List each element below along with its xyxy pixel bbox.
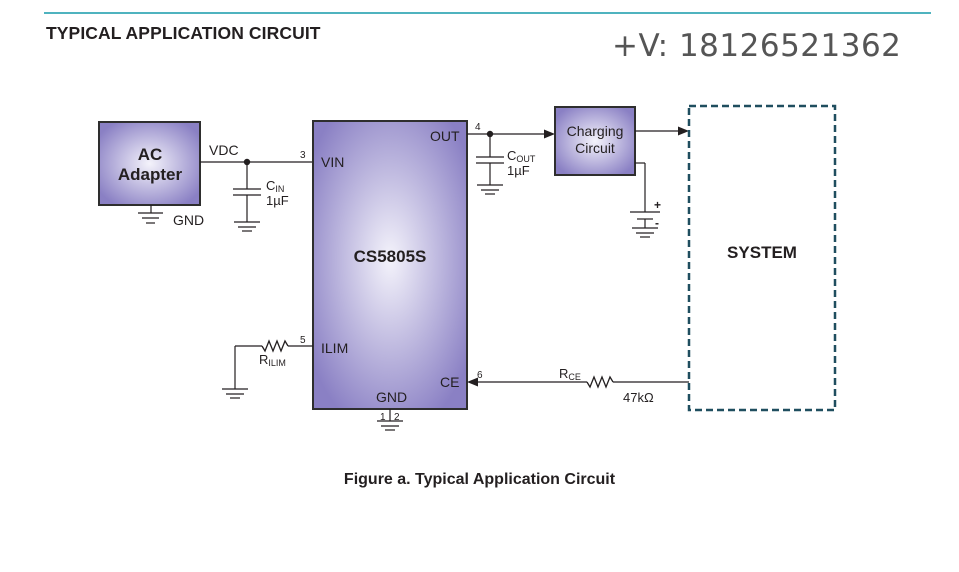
charging-label-line2: Circuit <box>575 140 615 156</box>
pin-number-gnd2: 2 <box>394 412 400 423</box>
rce-resistor-icon <box>586 375 614 389</box>
charging-label-line1: Charging <box>567 123 624 139</box>
cin-label: CIN <box>266 178 284 194</box>
chip-ground-icon <box>377 420 403 431</box>
rce-value: 47kΩ <box>623 390 654 405</box>
system-block <box>687 104 837 412</box>
ac-adapter-block <box>98 121 201 206</box>
rce-label: RCE <box>559 366 581 382</box>
battery-icon <box>630 211 660 238</box>
cout-capacitor-icon <box>476 134 504 195</box>
arrow-to-charging-icon <box>544 129 555 139</box>
cout-value: 1µF <box>507 163 530 178</box>
adapter-label-line1: AC <box>138 145 163 164</box>
pin-label-gnd: GND <box>376 389 407 405</box>
arrow-to-ce-icon <box>467 377 478 387</box>
pin-number-ilim: 5 <box>300 335 306 346</box>
rilim-resistor-icon <box>261 339 289 353</box>
pin-number-ce: 6 <box>477 370 483 381</box>
pin-number-gnd1: 1 <box>380 412 386 423</box>
figure-caption: Figure a. Typical Application Circuit <box>343 471 616 488</box>
contact-number: +V: 18126521362 <box>612 28 902 64</box>
header-rule <box>44 12 931 14</box>
pin-label-ilim: ILIM <box>321 340 348 356</box>
gnd-label: GND <box>173 212 204 228</box>
cin-value: 1µF <box>266 193 289 208</box>
adapter-label-line2: Adapter <box>118 165 183 184</box>
ilim-ground-icon <box>222 388 248 399</box>
charging-circuit-block <box>554 106 636 176</box>
arrow-to-system-icon <box>678 126 689 136</box>
system-label: SYSTEM <box>727 243 797 262</box>
chip-name: CS5805S <box>354 247 427 266</box>
pin-label-ce: CE <box>440 374 459 390</box>
pin-number-vin: 3 <box>300 150 306 161</box>
vdc-label: VDC <box>209 142 239 158</box>
battery-minus: - <box>655 216 659 230</box>
adapter-ground-icon <box>138 212 163 224</box>
pin-label-vin: VIN <box>321 154 344 170</box>
cs5805s-chip <box>312 120 468 410</box>
battery-plus: + <box>654 198 661 212</box>
rilim-label: RILIM <box>259 352 286 368</box>
cin-capacitor-icon <box>233 162 261 232</box>
pin-label-out: OUT <box>430 128 460 144</box>
page-title: TYPICAL APPLICATION CIRCUIT <box>46 23 321 43</box>
cout-label: COUT <box>507 148 536 164</box>
pin-number-out: 4 <box>475 122 481 133</box>
